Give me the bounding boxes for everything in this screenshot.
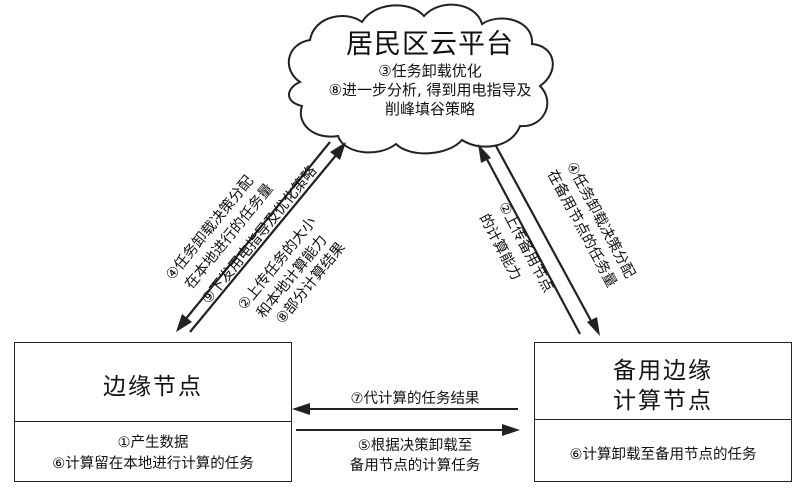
arrow-right-up	[481, 149, 581, 335]
edge-node-box: 边缘节点 ①产生数据 ⑥计算留在本地进行计算的任务	[14, 342, 292, 482]
offload-label-1: ⑤根据决策卸载至	[357, 438, 473, 454]
backup-node-step-6: ⑥计算卸载至备用节点的任务	[569, 447, 757, 463]
arrow-left-down-head	[176, 314, 192, 332]
backup-node-title-2: 计算节点	[613, 388, 713, 414]
edge-node-title: 边缘节点	[103, 374, 203, 400]
offload-label-2: 备用节点的计算任务	[349, 458, 481, 474]
arrow-right-down-head	[587, 317, 600, 336]
backup-node-title-1: 备用边缘	[613, 358, 713, 384]
edge-node-step-1: ①产生数据	[117, 435, 189, 451]
edge-node-step-6: ⑥计算留在本地进行计算的任务	[52, 456, 254, 472]
arrow-left-down	[179, 141, 331, 327]
arrow-right-down	[495, 145, 597, 331]
arrow-left-up	[189, 147, 343, 333]
arrow-bottom-right-head	[502, 424, 520, 436]
cloud-shape	[287, 3, 554, 155]
cloud-step-8-cont: 削峰填谷策略	[384, 100, 475, 118]
cloud-platform-title: 居民区云平台	[346, 29, 514, 60]
result-return-label: ⑦代计算的任务结果	[350, 391, 480, 407]
arrow-left-up-head	[330, 142, 346, 160]
cloud-step-8: ⑧进一步分析, 得到用电指导及	[328, 81, 532, 99]
edge-node-divider	[15, 421, 291, 422]
cloud-step-3: ③任务卸载优化	[378, 62, 482, 80]
arrow-bottom-left-head	[292, 403, 310, 415]
arrow-right-up-head	[478, 144, 491, 163]
backup-node-divider	[535, 419, 791, 420]
backup-node-box: 备用边缘 计算节点 ⑥计算卸载至备用节点的任务	[534, 342, 792, 482]
